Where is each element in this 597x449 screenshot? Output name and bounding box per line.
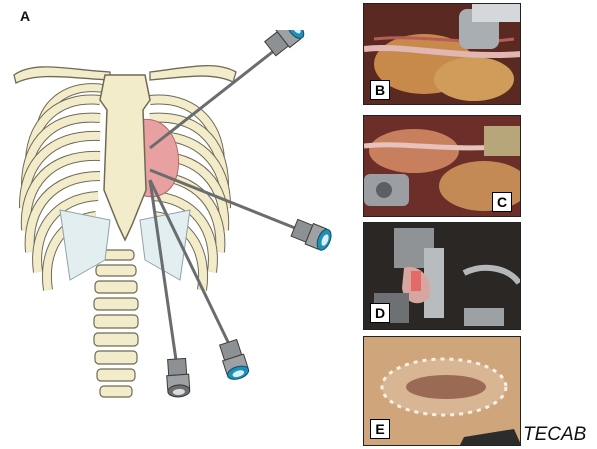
panel-label-e: E (370, 419, 390, 439)
photo-panel-c: C (363, 115, 521, 217)
panel-label-b: B (370, 80, 390, 100)
figure-caption: TECAB (523, 424, 586, 446)
panel-label-d: D (370, 303, 390, 323)
photo-panel-e: E (363, 336, 521, 446)
photo-panel-d: D (363, 222, 521, 330)
photo-panel-b: B (363, 3, 521, 105)
spine (94, 250, 138, 397)
ribcage-illustration (0, 30, 350, 440)
panel-label-c: C (492, 192, 512, 212)
panel-label-a: A (20, 8, 30, 24)
sternum (100, 75, 150, 240)
